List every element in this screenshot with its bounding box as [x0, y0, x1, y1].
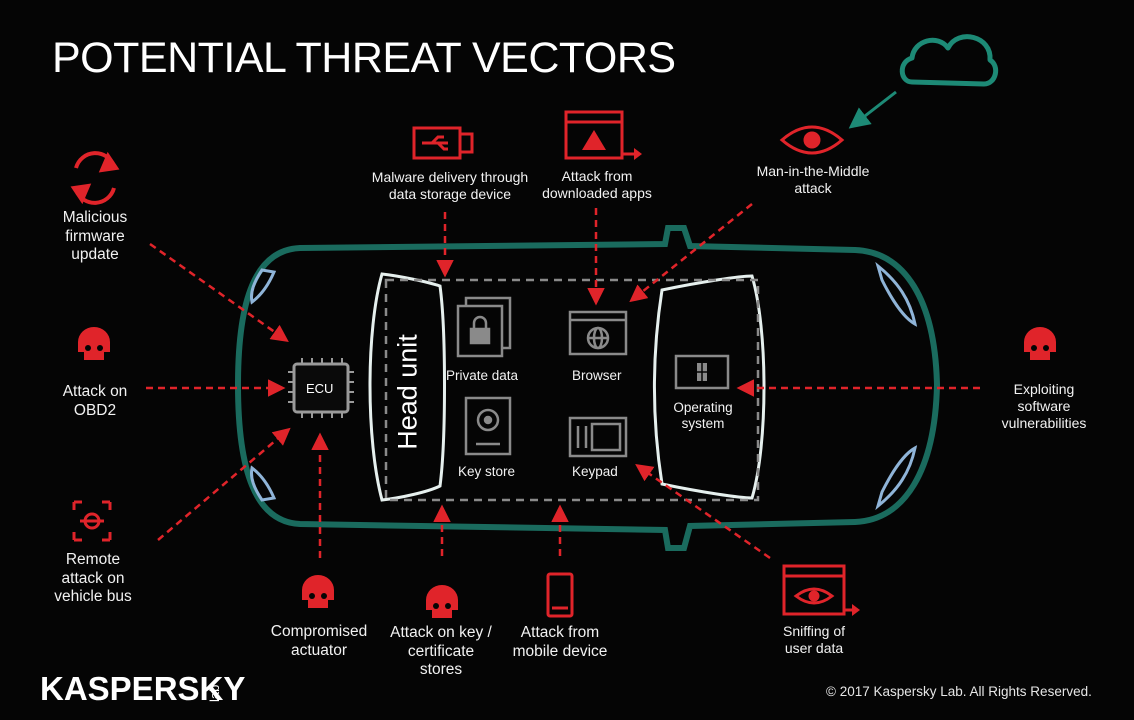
threat-actuator: Compromised actuator — [270, 623, 368, 659]
taillight-bottom-right — [875, 445, 918, 511]
skull-icon-actuator — [302, 575, 334, 608]
keypad-icon — [568, 416, 628, 458]
cloud-arrow — [848, 90, 897, 129]
kaspersky-logo-suffix: lab — [207, 684, 222, 702]
keypad-label: Keypad — [572, 464, 618, 479]
head-unit-zone — [384, 278, 760, 502]
ecu-chip — [288, 358, 354, 418]
arrow-vehicle-bus — [157, 427, 291, 541]
target-icon — [72, 500, 112, 542]
headlight-top-left — [250, 268, 277, 305]
usb-icon — [412, 126, 474, 160]
threat-mitm: Man-in-the-Middle attack — [756, 163, 870, 196]
warning-window-icon — [564, 110, 642, 160]
private-data-label: Private data — [446, 368, 519, 383]
threat-malicious-firmware: Malicious firmware update — [62, 209, 128, 264]
copyright-text: © 2017 Kaspersky Lab. All Rights Reserve… — [826, 684, 1092, 699]
disk-icon — [464, 396, 512, 456]
ecu-label: ECU — [306, 381, 334, 396]
rear-windshield — [653, 274, 766, 500]
threat-downloaded-apps: Attack from downloaded apps — [542, 168, 652, 201]
browser-globe-icon — [568, 310, 628, 356]
browser-label: Browser — [572, 368, 622, 383]
threat-key-store: Attack on key / certificate stores — [390, 624, 492, 679]
windows-screen-icon — [674, 354, 730, 390]
key-store-label: Key store — [458, 464, 516, 479]
refresh-icon — [70, 151, 120, 205]
taillight-top-right — [875, 261, 918, 327]
threat-mobile: Attack from mobile device — [512, 624, 608, 660]
skull-icon-software — [1024, 327, 1056, 360]
eye-icon — [779, 125, 845, 155]
threat-software-vuln: Exploiting software vulnerabilities — [1001, 381, 1087, 431]
car-outline — [234, 225, 941, 551]
threat-obd2: Attack on OBD2 — [62, 383, 128, 419]
arrow-sniffing — [635, 463, 771, 560]
skull-icon-obd2 — [78, 327, 110, 360]
threat-sniffing: Sniffing of user data — [782, 623, 845, 656]
skull-icon-keystore — [426, 585, 458, 618]
threat-vehicle-bus: Remote attack on vehicle bus — [54, 551, 132, 606]
operating-system-label: Operating system — [673, 400, 733, 432]
lock-document-icon — [456, 296, 512, 358]
arrow-firmware — [149, 242, 289, 343]
eye-window-icon — [782, 564, 860, 616]
front-windshield — [368, 272, 446, 502]
head-unit-label: Head unit — [392, 334, 423, 450]
kaspersky-logo: KASPERSKY — [40, 670, 246, 707]
cloud-icon — [899, 34, 999, 87]
arrow-mitm — [629, 203, 753, 303]
threat-malware-storage: Malware delivery through data storage de… — [371, 169, 529, 202]
page-title: POTENTIAL THREAT VECTORS — [52, 34, 676, 82]
phone-icon — [546, 572, 574, 618]
headlight-bottom-left — [250, 465, 277, 502]
